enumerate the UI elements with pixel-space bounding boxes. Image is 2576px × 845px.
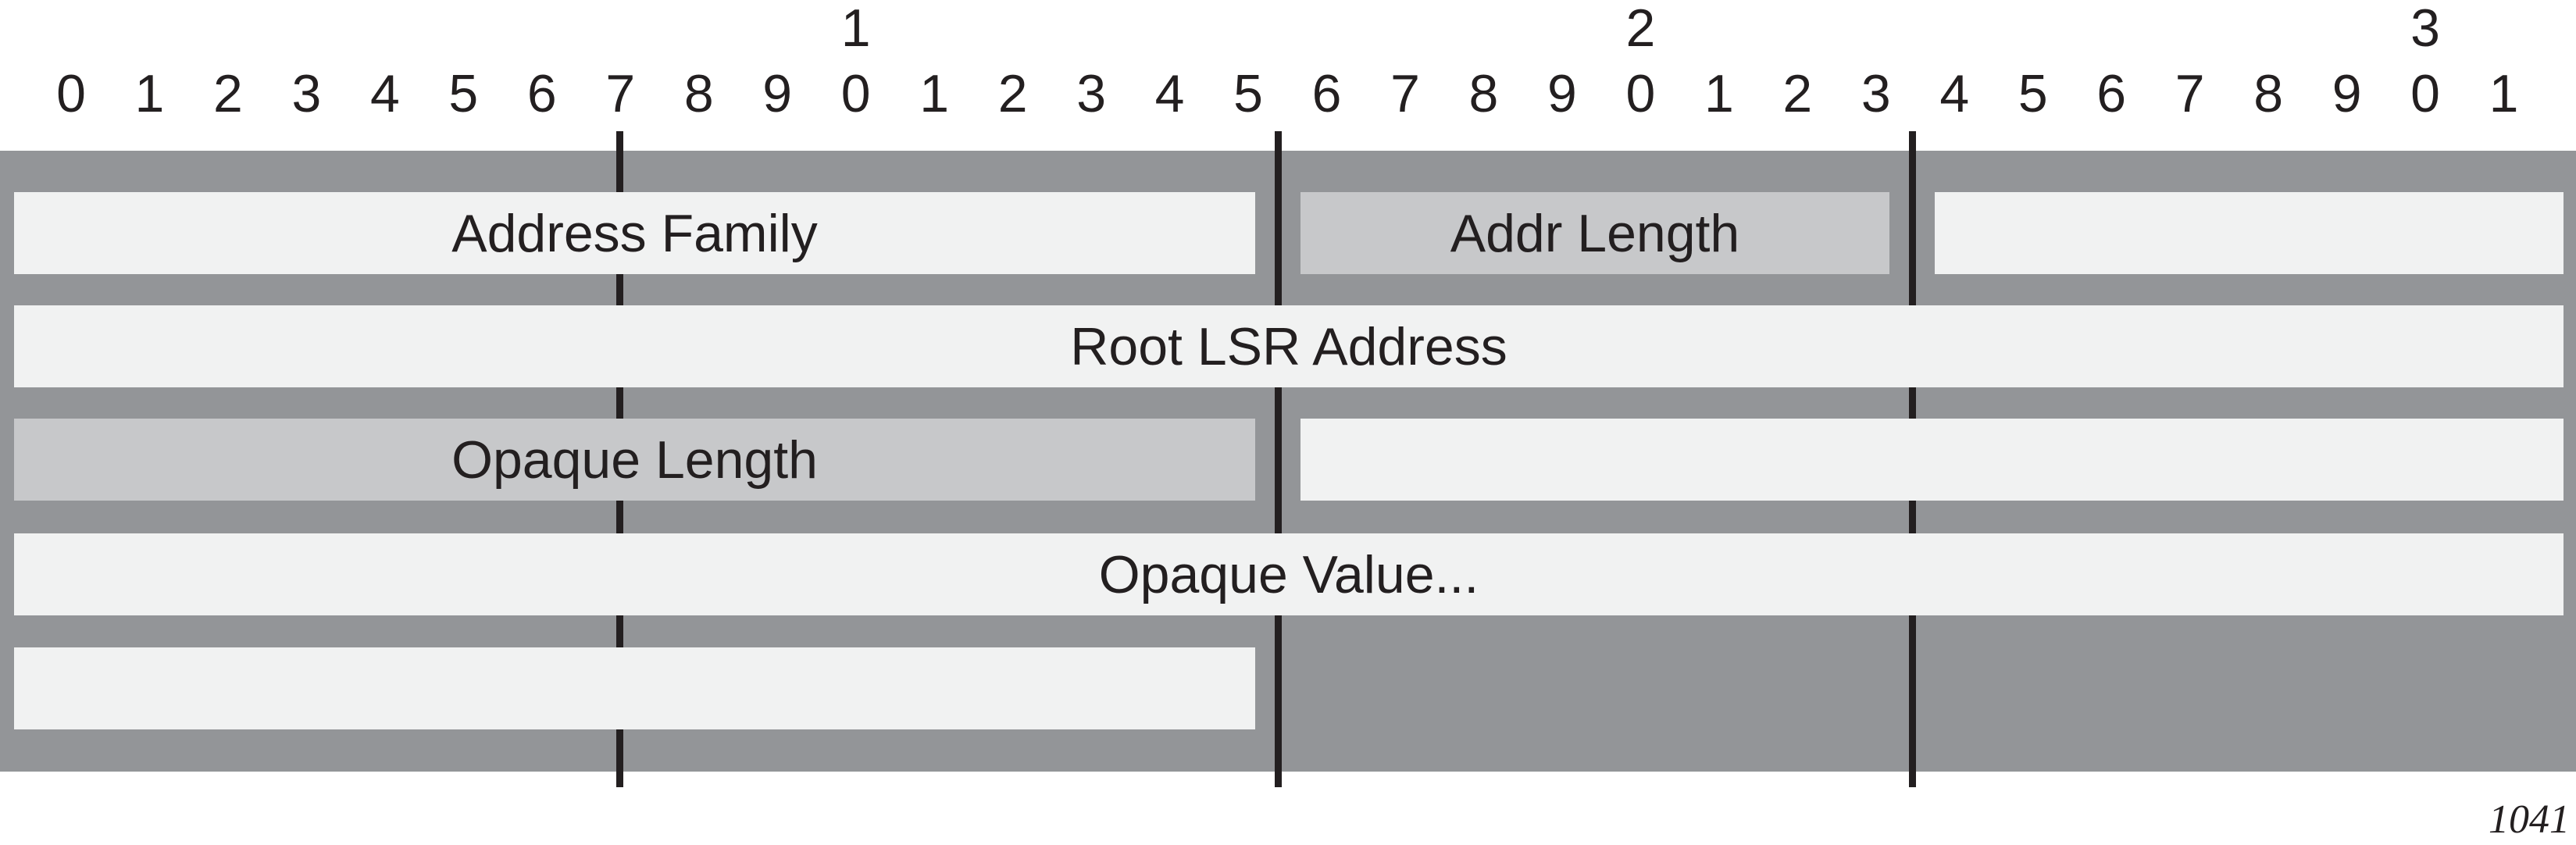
bit-label: 1: [919, 64, 950, 123]
bit-label: 8: [683, 64, 714, 123]
field-address-family: Address Family: [14, 192, 1255, 274]
bit-label: 7: [605, 64, 636, 123]
bit-label: 7: [1390, 64, 1420, 123]
byte-boundary-line: [1275, 131, 1282, 787]
field-label: Address Family: [451, 203, 818, 263]
bit-label: 9: [762, 64, 793, 123]
field-empty: [1300, 419, 2564, 501]
bit-label: 3: [1861, 64, 1891, 123]
bit-label: 5: [448, 64, 479, 123]
bit-label: 2: [213, 64, 243, 123]
field-label: Opaque Length: [451, 430, 818, 490]
bit-label: 1: [1704, 64, 1734, 123]
field-label: Addr Length: [1450, 203, 1740, 263]
field-empty: [14, 647, 1255, 729]
bit-label: 4: [1154, 64, 1185, 123]
bit-label: 4: [1939, 64, 1970, 123]
field-label: Root LSR Address: [1070, 316, 1507, 376]
bit-label: 4: [369, 64, 400, 123]
bit-tens-label: 3: [2410, 0, 2441, 58]
bit-label: 8: [1468, 64, 1499, 123]
field-opaque-length: Opaque Length: [14, 419, 1255, 501]
bit-label: 6: [526, 64, 557, 123]
field-opaque-value: Opaque Value...: [14, 533, 2564, 615]
bit-label: 1: [134, 64, 165, 123]
field-empty: [1935, 192, 2564, 274]
bit-label: 0: [1625, 64, 1656, 123]
field-addr-length: Addr Length: [1300, 192, 1889, 274]
field-label: Opaque Value...: [1098, 544, 1479, 604]
bit-label: 0: [56, 64, 86, 123]
bit-label: 6: [2096, 64, 2127, 123]
bit-label: 0: [2410, 64, 2441, 123]
bit-label: 9: [2332, 64, 2362, 123]
bit-label: 5: [1233, 64, 1263, 123]
bit-label: 2: [1782, 64, 1813, 123]
bit-label: 7: [2175, 64, 2205, 123]
bit-label: 6: [1311, 64, 1342, 123]
bit-label: 2: [997, 64, 1028, 123]
page-number: 1041: [2489, 797, 2570, 842]
bit-tens-label: 1: [840, 0, 871, 58]
bit-label: 9: [1547, 64, 1577, 123]
bit-label: 8: [2253, 64, 2284, 123]
bit-label: 3: [1076, 64, 1107, 123]
bit-label: 5: [2018, 64, 2048, 123]
bit-label: 0: [840, 64, 871, 123]
field-root-lsr-address: Root LSR Address: [14, 305, 2564, 387]
bit-label: 1: [2489, 64, 2519, 123]
bit-label: 3: [291, 64, 322, 123]
bit-tens-label: 2: [1625, 0, 1656, 58]
